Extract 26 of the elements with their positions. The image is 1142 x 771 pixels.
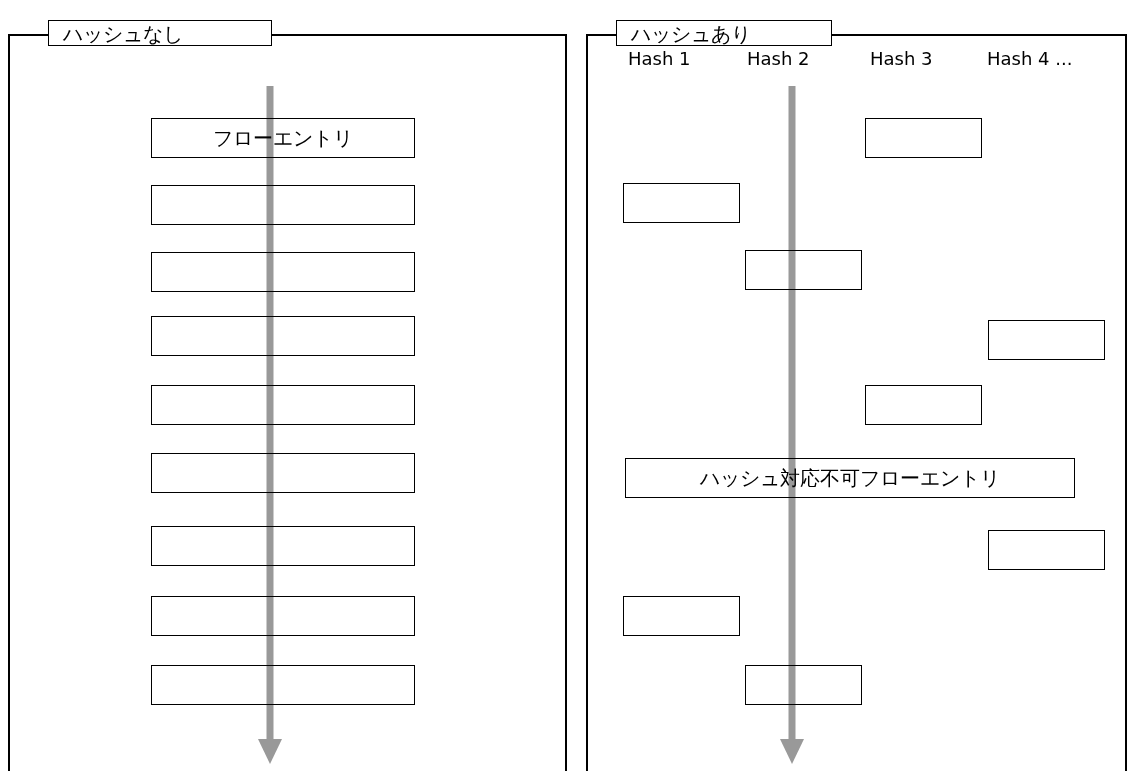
empty-entry-box — [623, 596, 740, 636]
panel-title: ハッシュなし — [48, 20, 272, 46]
hash-column-label: Hash 1 — [628, 48, 691, 69]
empty-entry-box — [151, 526, 415, 566]
empty-entry-box — [151, 385, 415, 425]
empty-entry-box — [988, 530, 1105, 570]
panel-title: ハッシュあり — [616, 20, 832, 46]
empty-entry-box — [865, 385, 982, 425]
entry-box — [625, 458, 1075, 498]
empty-entry-box — [988, 320, 1105, 360]
empty-entry-box — [151, 252, 415, 292]
empty-entry-box — [151, 185, 415, 225]
empty-entry-box — [623, 183, 740, 223]
hash-column-label: Hash 4 ... — [987, 48, 1073, 69]
hash-column-label: Hash 2 — [747, 48, 810, 69]
empty-entry-box — [865, 118, 982, 158]
empty-entry-box — [745, 665, 862, 705]
empty-entry-box — [151, 596, 415, 636]
entry-box — [151, 118, 415, 158]
hash-column-label: Hash 3 — [870, 48, 933, 69]
empty-entry-box — [151, 316, 415, 356]
empty-entry-box — [151, 453, 415, 493]
empty-entry-box — [151, 665, 415, 705]
entry-label: ハッシュ対応不可フローエントリ — [700, 464, 1000, 492]
entry-label: フローエントリ — [213, 124, 353, 152]
empty-entry-box — [745, 250, 862, 290]
